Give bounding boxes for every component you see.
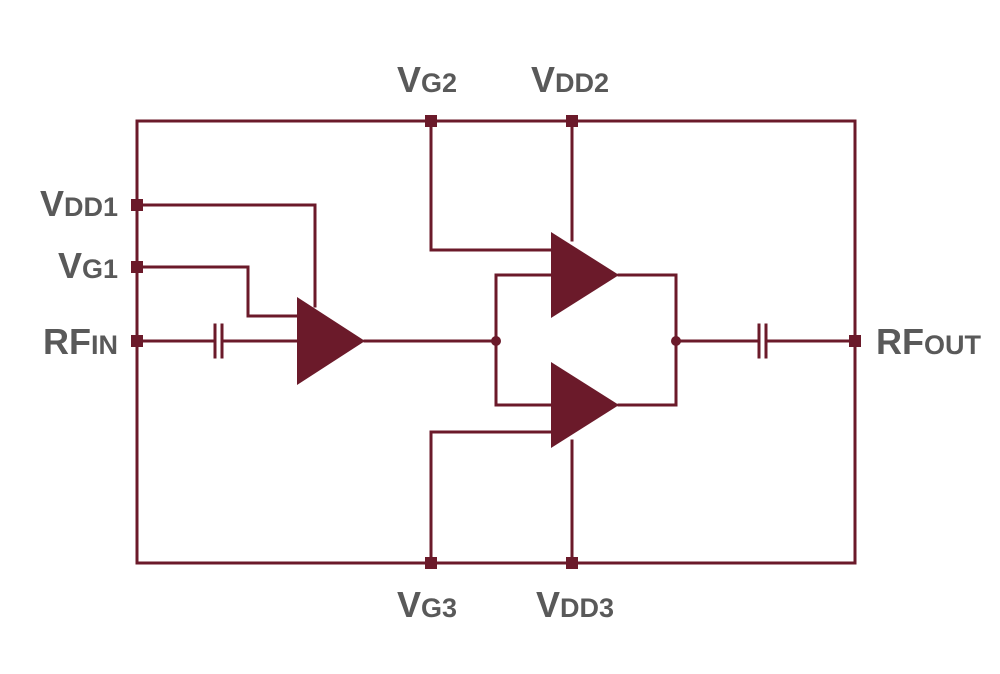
label-vg1: VG1 [58, 245, 118, 286]
vg3-line [429, 430, 555, 565]
label-vg2: VG2 [397, 59, 457, 100]
combine-lower-line [617, 339, 678, 407]
split-junction-dot [491, 336, 501, 346]
pin-pad-vg2 [425, 115, 437, 127]
label-rfin: RFIN [43, 321, 118, 362]
split-lower-line [494, 339, 553, 407]
label-vg3: VG3 [397, 584, 457, 625]
pin-pad-vg3 [425, 557, 437, 569]
label-vdd3: VDD3 [536, 584, 614, 625]
pin-pad-rfout [849, 335, 861, 347]
amplifier-stage-2 [551, 232, 619, 318]
pin-pad-vdd3 [566, 557, 578, 569]
pin-pad-rfin [131, 335, 143, 347]
label-vdd2: VDD2 [531, 59, 609, 100]
vg2-line [429, 119, 555, 252]
label-rfout: RFOUT [876, 321, 982, 362]
combine-upper-line [617, 273, 678, 343]
pin-pad-vdd2 [566, 115, 578, 127]
combine-junction-dot [671, 336, 681, 346]
label-vdd1: VDD1 [40, 183, 118, 224]
vg1-line [135, 265, 301, 318]
pin-pad-vg1 [131, 261, 143, 273]
amplifier-stage-3 [551, 362, 619, 448]
vdd1-line [135, 203, 317, 308]
pin-pad-vdd1 [131, 199, 143, 211]
amplifier-stage-1 [297, 297, 365, 385]
split-upper-line [494, 273, 553, 343]
